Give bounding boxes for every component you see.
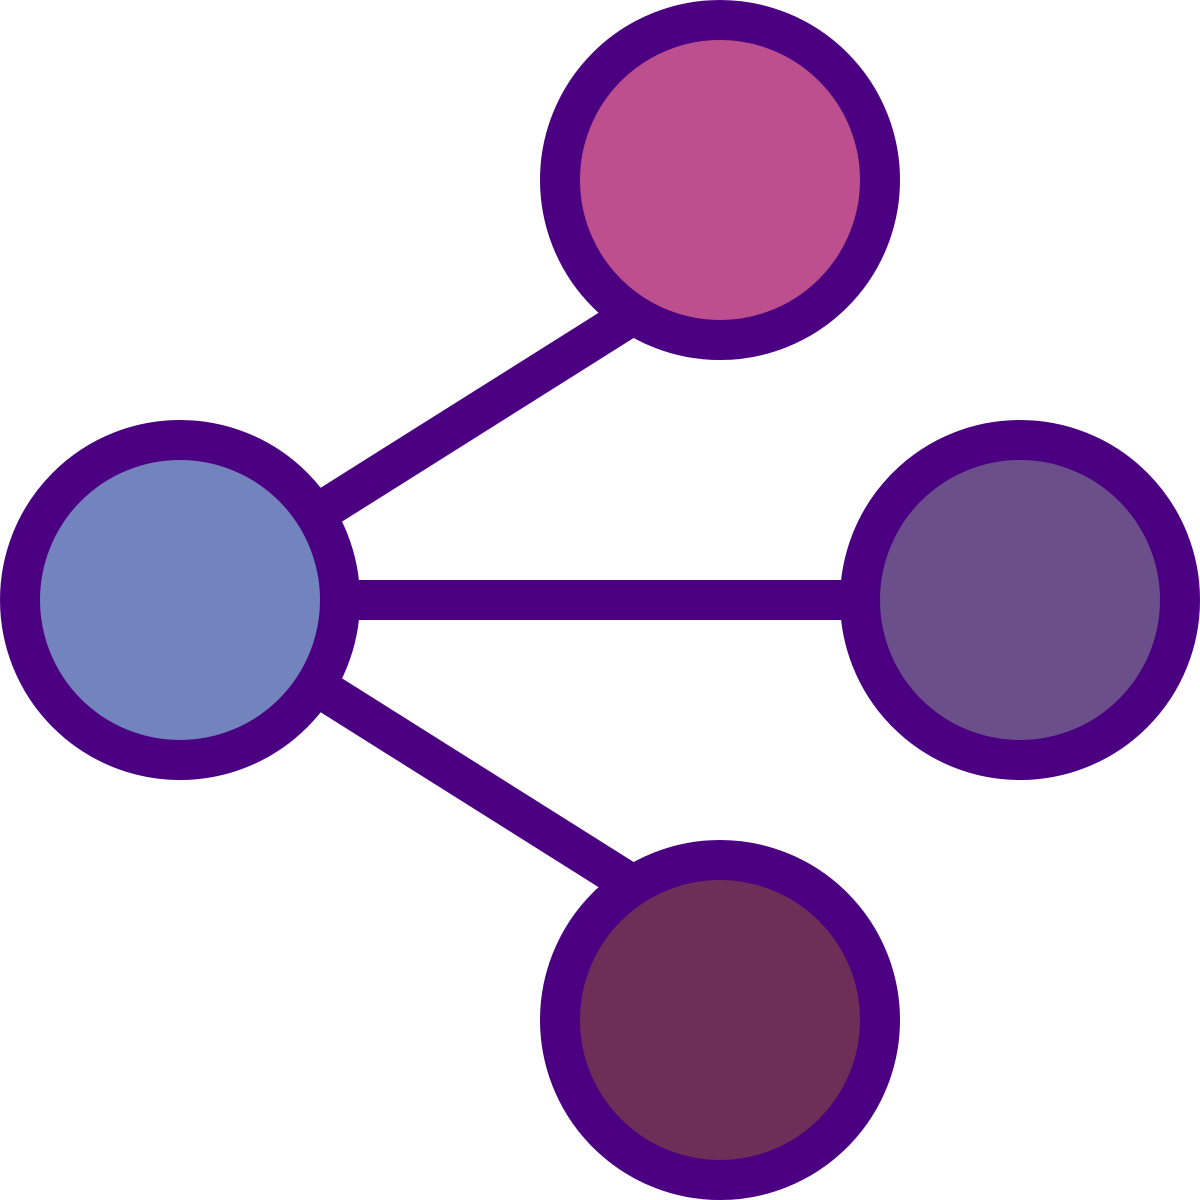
middle-node [840,420,1200,780]
bottom-node [540,840,900,1200]
source-node [0,420,360,780]
top-node [540,0,900,360]
